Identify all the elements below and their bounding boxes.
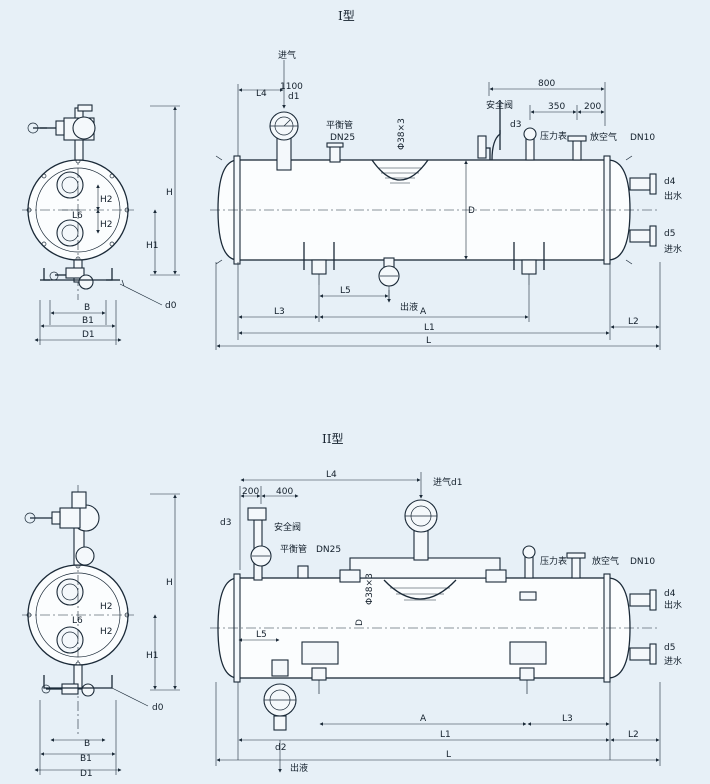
dim-L2-type1: L2	[628, 317, 639, 327]
dim-L5-type1: L5	[340, 286, 351, 296]
dim-L6-type2: L6	[72, 616, 83, 626]
dim-L5-type2: L5	[256, 630, 267, 640]
dim-B1-type2: B1	[80, 754, 92, 764]
dim-1100: 1100	[280, 82, 303, 92]
type2-end-view: B B1 D1 H H1 H2 H2 L6 d0	[22, 485, 180, 779]
label-d1: d1	[288, 92, 299, 102]
dim-H: H	[166, 188, 173, 198]
label-outlet-liquid-type1: 出液	[400, 301, 418, 313]
dim-L3-type1: L3	[274, 307, 285, 317]
label-dn10-type2: DN10	[630, 557, 655, 567]
title-type-1: I型	[338, 9, 355, 23]
dim-L4-type1: L4	[256, 89, 267, 99]
dim-L-type1: L	[426, 336, 431, 346]
dim-H2-type2-a: H2	[100, 602, 113, 612]
dim-A-type1: A	[420, 307, 427, 317]
label-d5-type2: d5	[664, 643, 675, 653]
label-outlet-liquid-type2: 出液	[290, 762, 308, 774]
dim-D-type2: D	[355, 619, 365, 626]
label-d3-type2: d3	[220, 518, 231, 528]
nozzle-upper	[56, 171, 84, 199]
dim-A-type2: A	[420, 714, 427, 724]
dim-L1-type2: L1	[440, 730, 451, 740]
label-vent: 放空气	[590, 131, 617, 143]
label-outlet-water-type2: 出水	[664, 599, 682, 611]
label-d4-type1: d4	[664, 177, 676, 187]
dim-350: 350	[548, 102, 565, 112]
label-dn25: DN25	[330, 133, 355, 143]
dim-H2-a: H2	[100, 195, 113, 205]
dim-L2-type2: L2	[628, 730, 639, 740]
dim-H2-b: H2	[100, 220, 113, 230]
dim-H1-type2: H1	[146, 651, 159, 661]
dim-D1-type2: D1	[80, 769, 93, 779]
dim-L-type2: L	[446, 750, 451, 760]
label-safety-valve-type2: 安全阀	[274, 521, 301, 533]
dim-H2-type2-b: H2	[100, 627, 113, 637]
label-inlet-gas: 进气	[278, 49, 296, 61]
dim-B: B	[84, 303, 90, 313]
type1-side-view: 进气 d1 平衡管 DN25 Φ38×3 D 安全阀 d3 压力表 放空气 DN…	[210, 49, 682, 350]
dim-D1: D1	[82, 330, 95, 340]
label-outlet-water-type1: 出水	[664, 190, 682, 202]
dim-L4-type2: L4	[326, 470, 337, 480]
type2-side-view: Φ38×3 D 进气d1 d3 安全阀 平衡管 DN25 200 400 L4 …	[210, 470, 682, 774]
nozzle-lower	[56, 219, 84, 247]
label-inlet-water-type2: 进水	[664, 655, 682, 667]
label-d5-type1: d5	[664, 229, 675, 239]
label-inlet-gas-d1: 进气d1	[433, 476, 462, 488]
dim-L6: L6	[72, 211, 83, 221]
dim-B1: B1	[82, 316, 94, 326]
label-pressure-gauge: 压力表	[540, 130, 567, 142]
dim-800: 800	[538, 79, 555, 89]
label-dn10: DN10	[630, 133, 655, 143]
dim-400-type2: 400	[276, 487, 293, 497]
label-tube-spec-type2: Φ38×3	[365, 573, 375, 605]
label-inlet-water-type1: 进水	[664, 243, 682, 255]
label-vent-type2: 放空气	[592, 555, 619, 567]
dim-d0: d0	[165, 301, 177, 311]
label-d2: d2	[275, 743, 286, 753]
label-safety-valve: 安全阀	[486, 99, 513, 111]
dim-200-type2: 200	[242, 487, 259, 497]
label-d3: d3	[510, 120, 521, 130]
label-d4-type2: d4	[664, 589, 676, 599]
dim-B-type2: B	[84, 739, 90, 749]
label-pressure-gauge-type2: 压力表	[540, 555, 567, 567]
dim-D-type1: D	[468, 206, 475, 216]
dim-200: 200	[584, 102, 601, 112]
title-type-2: II型	[322, 432, 343, 446]
dim-H1: H1	[146, 241, 159, 251]
dim-L1-type1: L1	[424, 323, 435, 333]
label-dn25-type2: DN25	[316, 545, 341, 555]
dim-d0-type2: d0	[152, 703, 164, 713]
label-balance-pipe: 平衡管	[326, 119, 353, 131]
dim-L3-type2: L3	[562, 714, 573, 724]
label-tube-spec: Φ38×3	[397, 118, 407, 150]
dim-H-type2: H	[166, 578, 173, 588]
type1-end-view: B B1 D1 H H1 H2 H2 L6 d0	[22, 104, 180, 345]
label-balance-pipe-type2: 平衡管	[280, 543, 307, 555]
